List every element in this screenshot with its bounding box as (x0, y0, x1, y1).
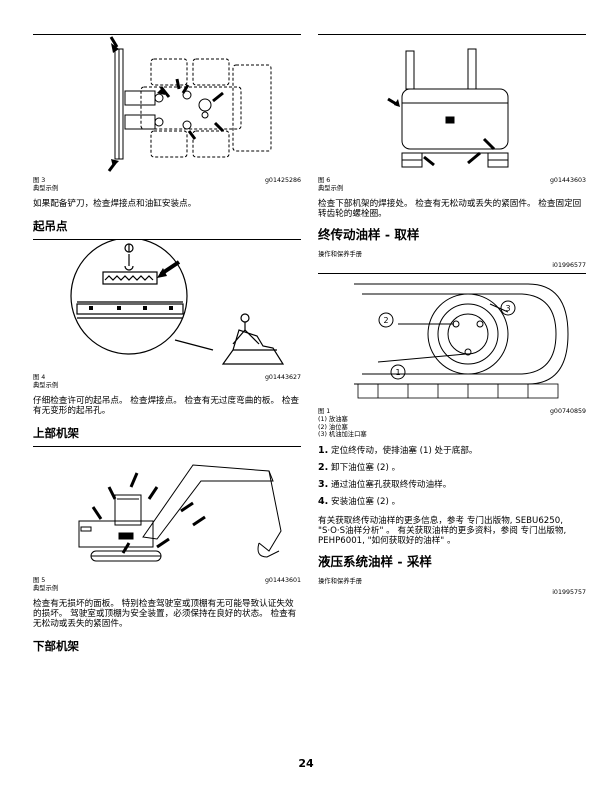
excavator-illustration (78, 464, 282, 562)
figure-3-id: g01425286 (264, 177, 301, 184)
section-rule (318, 273, 586, 274)
figure-6: 图 6 g01443603 典型示例 (318, 35, 586, 193)
figure-6-id: g01443603 (549, 177, 586, 184)
figure-3-caption: 典型示例 (33, 185, 59, 192)
figure-6-label: 图 6 (318, 177, 331, 184)
doc-id-2: i01995757 (552, 588, 586, 596)
step-4: 4. 安装油位塞 (2) 。 (318, 495, 401, 507)
figure-5-label: 图 5 (33, 577, 46, 584)
lower-frame-heading: 下部机架 (33, 639, 79, 653)
figure-3-label: 图 3 (33, 177, 46, 184)
figure-1: 2 1 3 图 1 g00740859 (1) 放油塞 (2) 油位塞 (3) … (318, 274, 586, 439)
step-3: 3. 通过油位塞孔获取终传动油样。 (318, 478, 452, 490)
figure-3: 图 3 g01425286 典型示例 (33, 35, 301, 193)
upper-frame-heading: 上部机架 (33, 426, 79, 440)
figure-4-id: g01443627 (264, 374, 301, 381)
figure-4-label: 图 4 (33, 374, 46, 381)
lift-point-illustration (70, 240, 285, 365)
final-drive-illustration: 2 1 3 (354, 283, 569, 399)
page-number: 24 (298, 757, 314, 770)
step-1: 1. 定位终传动，使排油塞 (1) 处于底部。 (318, 444, 478, 456)
manual-title-1: 操作和保养手册 (318, 251, 363, 258)
figure-6-caption: 典型示例 (318, 185, 344, 192)
top-rule (33, 34, 301, 35)
lower-frame-paragraph: 检查下部机架的焊接处。 检查有无松动或丢失的紧固件。 检查固定回转齿轮的螺栓圈。 (318, 199, 582, 219)
figure-4: 图 4 g01443627 典型示例 (33, 240, 301, 390)
legend-item: (2) 油位塞 (318, 423, 348, 431)
figure-1-id: g00740859 (549, 408, 586, 415)
figure-4-caption: 典型示例 (33, 382, 59, 389)
upper-frame-paragraph: 检查有无损坏的面板。 特别检查驾驶室或顶棚有无可能导致认证失效的损坏。 驾驶室或… (33, 599, 297, 629)
figure-5: 图 5 g01443601 典型示例 (33, 447, 301, 593)
blade-paragraph: 如果配备铲刀，检查焊接点和油缸安装点。 (33, 199, 197, 209)
legend-item: (3) 机油加注口塞 (318, 431, 367, 439)
section-rule (33, 446, 301, 447)
legend-item: (1) 放油塞 (318, 416, 348, 423)
manual-title-2: 操作和保养手册 (318, 577, 363, 585)
figure-5-caption: 典型示例 (33, 585, 59, 592)
blade-illustration (107, 36, 272, 172)
final-drive-heading: 终传动油样 - 取样 (318, 227, 420, 242)
section-rule (33, 239, 301, 240)
figure-1-label: 图 1 (318, 408, 331, 415)
oil-sample-reference-paragraph: 有关获取终传动油样的更多信息，参考 专门出版物, SEBU6250, "S·O·… (318, 515, 567, 546)
step-2: 2. 卸下油位塞 (2) 。 (318, 461, 401, 473)
figure-5-id: g01443601 (264, 577, 301, 584)
lower-frame-illustration (387, 48, 509, 168)
doc-id-1: i01996577 (552, 262, 586, 269)
left-column: 图 3 g01425286 典型示例 如果配备铲刀，检查焊接点和油缸安装点。 起… (33, 34, 301, 653)
lift-points-heading: 起吊点 (33, 219, 68, 233)
top-rule (318, 34, 586, 35)
callout-3: 3 (505, 304, 510, 313)
right-column: 图 6 g01443603 典型示例 检查下部机架的焊接处。 检查有无松动或丢失… (318, 34, 586, 596)
hydraulic-sample-heading: 液压系统油样 - 采样 (318, 553, 432, 569)
callout-1: 1 (395, 368, 400, 377)
callout-2: 2 (383, 316, 388, 325)
lift-points-paragraph: 仔细检查许可的起吊点。 检查焊接点。 检查有无过度弯曲的板。 检查有无变形的起吊… (33, 396, 300, 416)
